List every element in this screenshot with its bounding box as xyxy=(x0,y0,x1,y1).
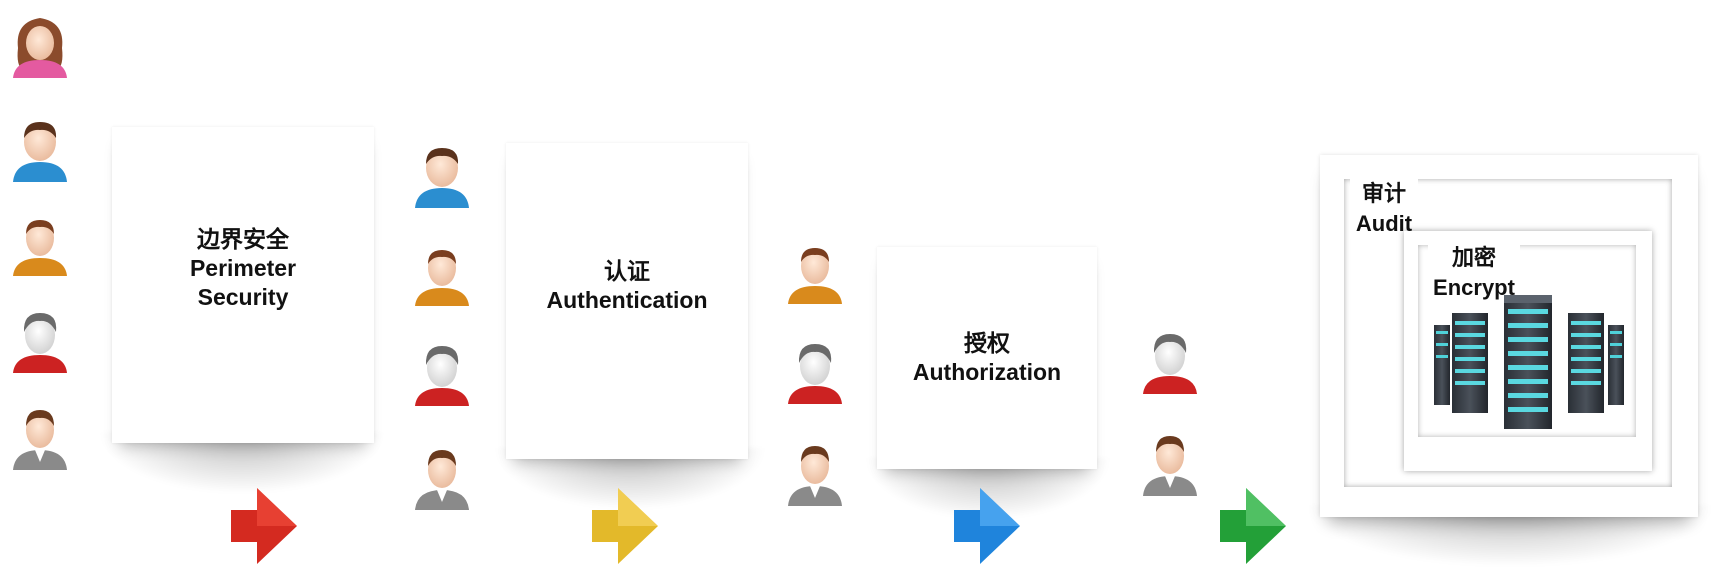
user-man-suit xyxy=(5,402,75,472)
perimeter-security-card: 边界安全 Perimeter Security xyxy=(112,127,374,443)
person-avatar-icon xyxy=(13,220,67,276)
person-avatar-icon xyxy=(415,148,469,208)
right-arrow-icon xyxy=(954,488,1020,564)
authentication-card: 认证 Authentication xyxy=(506,143,748,459)
user-man-blue xyxy=(407,138,477,208)
server-rack-small-right xyxy=(1608,325,1624,405)
stage-zh: 授权 xyxy=(964,330,1010,356)
blue-arrow xyxy=(954,488,1020,564)
user-gray-red xyxy=(1135,326,1205,396)
stage-en: Authentication xyxy=(546,287,708,313)
stage-zh: 边界安全 xyxy=(197,226,289,252)
user-man-orange xyxy=(780,236,850,306)
person-avatar-icon xyxy=(415,346,469,406)
user-man-suit xyxy=(407,442,477,512)
stage-en: Authorization xyxy=(912,359,1062,385)
server-rack-right xyxy=(1568,313,1604,413)
audit-en: Audit xyxy=(1355,211,1413,236)
stage-zh: 认证 xyxy=(604,258,650,284)
yellow-arrow xyxy=(592,488,658,564)
encrypt-frame: 加密 Encrypt xyxy=(1404,231,1652,471)
server-rack-center xyxy=(1504,295,1552,429)
stage-en-line1: Perimeter xyxy=(189,255,297,281)
user-gray-red xyxy=(5,305,75,375)
server-rack-icon xyxy=(1434,295,1624,429)
person-avatar-icon xyxy=(13,18,67,78)
person-avatar-icon xyxy=(415,450,469,510)
encrypt-label: 加密 Encrypt xyxy=(1428,243,1520,303)
person-avatar-icon xyxy=(788,446,842,506)
audit-label: 审计 Audit xyxy=(1350,179,1418,239)
encrypt-inner-frame: 加密 Encrypt xyxy=(1418,243,1636,437)
right-arrow-icon xyxy=(231,488,297,564)
server-rack-left xyxy=(1452,313,1488,413)
person-avatar-icon xyxy=(13,313,67,373)
red-arrow xyxy=(231,488,297,564)
audit-inner-frame: 审计 Audit 加密 Encrypt xyxy=(1344,179,1672,487)
right-arrow-icon xyxy=(1220,488,1286,564)
person-avatar-icon xyxy=(13,410,67,470)
user-man-blue xyxy=(5,112,75,182)
person-avatar-icon xyxy=(415,250,469,306)
person-avatar-icon xyxy=(1143,436,1197,496)
person-avatar-icon xyxy=(788,344,842,404)
user-woman-pink xyxy=(5,8,75,78)
stage-label: 授权 Authorization xyxy=(877,329,1097,387)
server-rack-small-left xyxy=(1434,325,1450,405)
person-avatar-icon xyxy=(788,248,842,304)
user-man-suit xyxy=(1135,428,1205,498)
person-avatar-icon xyxy=(13,122,67,182)
user-man-orange xyxy=(407,238,477,308)
user-gray-red xyxy=(780,336,850,406)
audit-zh: 审计 xyxy=(1361,181,1406,206)
user-man-suit xyxy=(780,438,850,508)
user-man-orange xyxy=(5,208,75,278)
person-avatar-icon xyxy=(1143,334,1197,394)
encrypt-en: Encrypt xyxy=(1433,275,1515,300)
encrypt-zh: 加密 xyxy=(1451,245,1496,270)
user-gray-red xyxy=(407,338,477,408)
audit-frame: 审计 Audit 加密 Encrypt xyxy=(1320,155,1698,517)
stage-label: 认证 Authentication xyxy=(506,257,748,315)
right-arrow-icon xyxy=(592,488,658,564)
stage-en-line2: Security xyxy=(197,284,289,310)
authorization-card: 授权 Authorization xyxy=(877,247,1097,469)
stage-label: 边界安全 Perimeter Security xyxy=(112,225,374,312)
green-arrow xyxy=(1220,488,1286,564)
